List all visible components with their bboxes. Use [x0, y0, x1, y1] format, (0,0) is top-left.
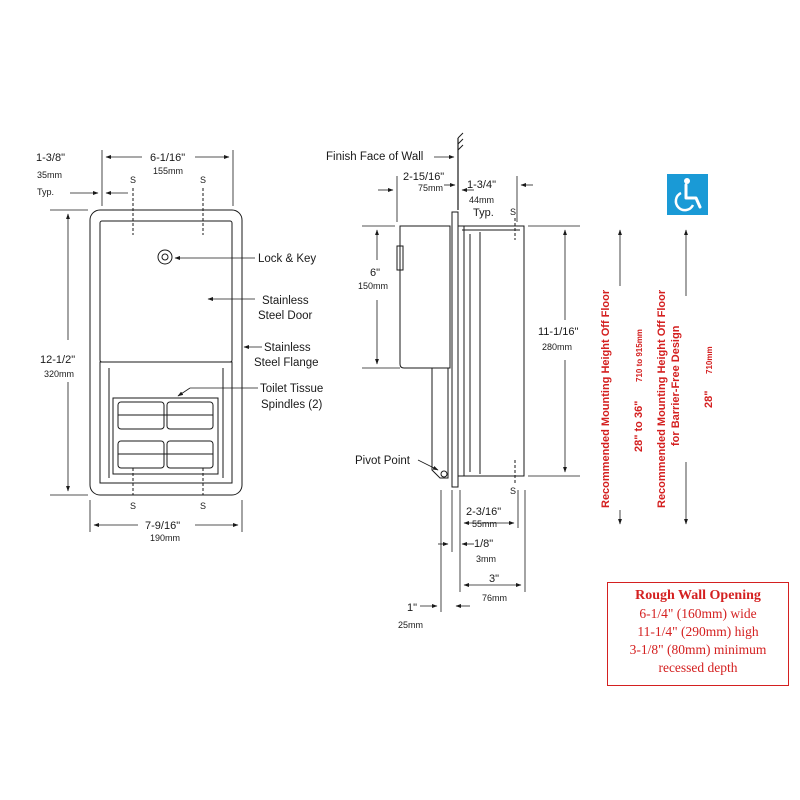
front-depth-mm: 55mm: [472, 519, 497, 529]
door-height-dim: 6": [370, 267, 380, 279]
mounting-height-lines: [618, 229, 688, 525]
rough-line4: recessed depth: [658, 660, 738, 675]
flange-callout-line2: Steel Flange: [254, 357, 319, 369]
rough-line1: 6-1/4" (160mm) wide: [639, 606, 757, 621]
screw-label: S: [130, 501, 136, 511]
rough-wall-opening-box: Rough Wall Opening 6-1/4" (160mm) wide 1…: [607, 582, 789, 686]
recess-mm: 76mm: [482, 593, 507, 603]
door-callout-line1: Stainless: [262, 295, 309, 307]
screw-label: S: [200, 501, 206, 511]
recess-dim: 3": [489, 573, 499, 585]
barrier-free-line1: Recommended Mounting Height Off Floor: [656, 289, 668, 508]
door-height-mm: 150mm: [358, 281, 388, 291]
body-height-mm: 280mm: [542, 342, 572, 352]
flange-depth-mm: 44mm: [469, 195, 494, 205]
pivot-icon: [440, 470, 448, 478]
front-depth-dim: 2-3/16": [466, 506, 501, 518]
rough-line2: 11-1/4" (290mm) high: [637, 624, 759, 639]
height-dim: 12-1/2": [40, 354, 75, 366]
side-dimensions: [362, 155, 580, 612]
recessed-body: [457, 225, 525, 477]
lock-callout: Lock & Key: [258, 253, 316, 265]
top-width-dim: 6-1/16": [150, 152, 185, 164]
standard-height-line2: 28" to 36": [633, 401, 645, 452]
spindles-callout-line1: Toilet Tissue: [260, 383, 323, 395]
flange-thickness-mm: 3mm: [476, 554, 496, 564]
side-flange: [451, 211, 459, 488]
depth-top-mm: 75mm: [418, 183, 443, 193]
depth-top-dim: 2-15/16": [403, 171, 444, 183]
spindles-callout-line2: Spindles (2): [261, 399, 323, 411]
flange-depth-dim: 1-3/4": [467, 179, 496, 191]
screw-label: S: [200, 175, 206, 185]
side-view: [396, 132, 525, 488]
flange-offset-typ: Typ.: [37, 187, 54, 197]
screw-label: S: [510, 486, 516, 496]
pivot-callout: Pivot Point: [355, 455, 411, 467]
top-width-mm: 155mm: [153, 166, 183, 176]
front-dimensions: [50, 150, 243, 532]
tissue-rolls: [112, 397, 219, 475]
front-flange: [89, 209, 243, 496]
front-view: [89, 188, 243, 496]
flange-thickness-dim: 1/8": [474, 538, 493, 550]
standard-height-line1: Recommended Mounting Height Off Floor: [600, 289, 612, 508]
barrier-free-mm: 710mm: [705, 346, 714, 374]
door-callout-line2: Steel Door: [258, 310, 313, 322]
front-body: [99, 361, 233, 484]
barrier-free-line2: for Barrier-Free Design: [670, 325, 682, 446]
wheelchair-accessibility-icon: [667, 174, 708, 215]
lock-icon: [157, 249, 173, 265]
projection-dim: 1": [407, 602, 417, 614]
bottom-width-mm: 190mm: [150, 533, 180, 543]
rough-title: Rough Wall Opening: [635, 588, 761, 603]
flange-offset-mm: 35mm: [37, 170, 62, 180]
standard-height-mm: 710 to 915mm: [635, 329, 644, 382]
height-mm: 320mm: [44, 369, 74, 379]
screw-label: S: [130, 175, 136, 185]
barrier-free-line3: 28": [703, 391, 715, 408]
wall-callout: Finish Face of Wall: [326, 151, 423, 163]
projection-mm: 25mm: [398, 620, 423, 630]
front-door: [99, 220, 233, 363]
flange-offset-dim: 1-3/8": [36, 152, 65, 164]
rough-line3: 3-1/8" (80mm) minimum: [629, 642, 767, 657]
bottom-width-dim: 7-9/16": [145, 520, 180, 532]
body-height-dim: 11-1/16": [538, 326, 578, 338]
screw-label: S: [510, 207, 516, 217]
flange-depth-typ: Typ.: [473, 207, 494, 219]
flange-callout-line1: Stainless: [264, 342, 311, 354]
